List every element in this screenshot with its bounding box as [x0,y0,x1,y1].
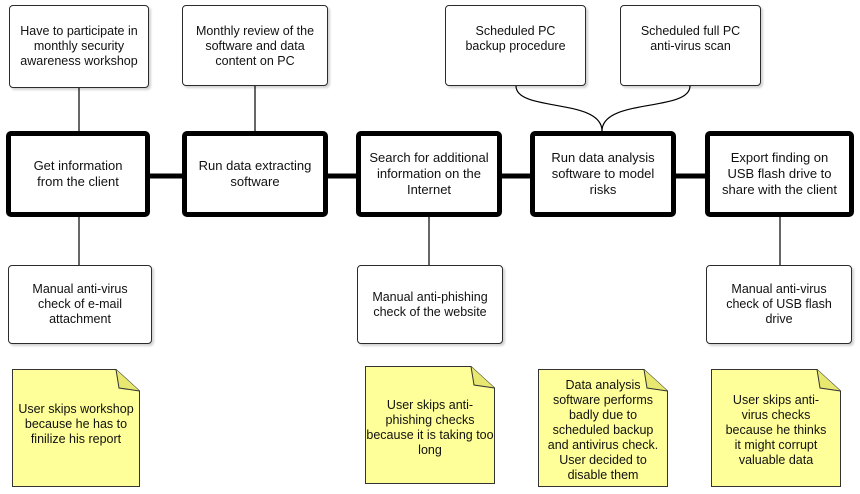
note-disable-backup: Data analysis software performs badly du… [538,369,668,487]
process-step-label: Run data analysis software to model risk… [551,150,655,197]
note-skip-usb-check: User skips anti-virus checks because he … [711,369,841,487]
process-step-search: Search for additional information on the… [356,131,502,217]
process-step-label: Run data extracting software [198,158,312,189]
requirement-label: Scheduled PC backup procedure [465,24,566,53]
requirement-label: Scheduled full PC anti-virus scan [640,24,741,53]
process-step-analysis: Run data analysis software to model risk… [530,131,676,217]
requirement-box-monthly-review: Monthly review of the software and data … [182,5,328,86]
process-step-label: Get information from the client [33,158,123,189]
requirement-box-antivirus-scan: Scheduled full PC anti-virus scan [620,5,761,86]
control-box-email-antivirus: Manual anti-virus check of e-mail attach… [8,265,152,344]
note-text: Data analysis software performs badly du… [547,378,659,482]
control-link [601,85,691,132]
sticky-note-shape [538,369,668,487]
requirement-box-backup: Scheduled PC backup procedure [445,5,586,86]
process-step-label: Search for additional information on the… [369,150,489,197]
note-skip-workshop: User skips workshop because he has to fi… [12,369,140,487]
control-label: Manual anti-virus check of e-mail attach… [32,282,128,326]
requirement-box-workshop: Have to participate in monthly security … [9,5,149,88]
process-step-extract: Run data extracting software [182,131,328,217]
requirement-label: Monthly review of the software and data … [195,24,315,68]
control-box-usb-antivirus: Manual anti-virus check of USB flash dri… [706,265,852,344]
control-label: Manual anti-virus check of USB flash dri… [726,282,832,326]
note-text: User skips anti-virus checks because he … [725,393,827,467]
sticky-note-shape [711,369,841,487]
control-label: Manual anti-phishing check of the websit… [372,289,488,319]
note-text: User skips anti-phishing checks because … [366,398,494,457]
note-text: User skips workshop because he has to fi… [18,402,134,446]
sticky-note-shape [12,369,140,487]
sticky-note-shape [365,366,495,484]
process-step-export: Export finding on USB flash drive to sha… [705,131,854,217]
control-link [515,85,603,132]
note-skip-phishing: User skips anti-phishing checks because … [365,366,495,484]
requirement-label: Have to participate in monthly security … [20,24,138,68]
process-step-get-info: Get information from the client [6,131,150,217]
process-step-label: Export finding on USB flash drive to sha… [722,150,837,197]
control-box-anti-phishing: Manual anti-phishing check of the websit… [357,265,503,344]
